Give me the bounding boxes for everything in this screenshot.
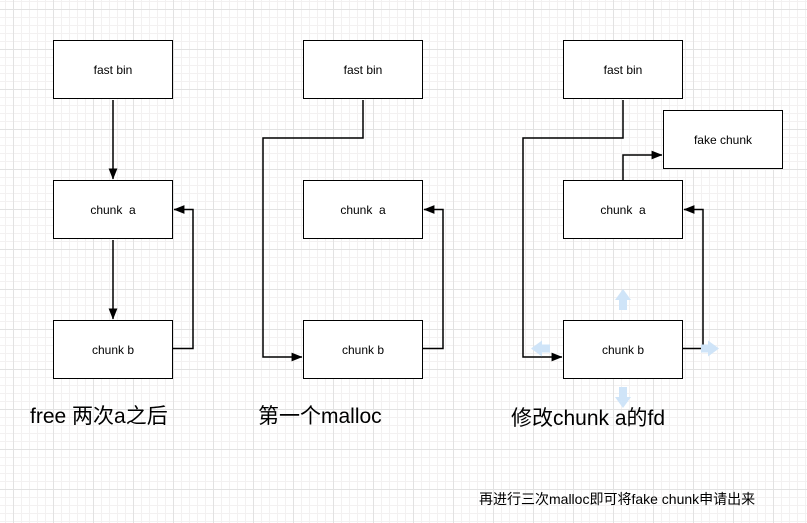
node-fast-bin-3[interactable]: fast bin [563,40,683,99]
node-label: fast bin [603,62,643,77]
edge-chunkb-to-chunka-2[interactable] [423,205,444,350]
node-label: chunk b [91,342,135,357]
hover-arrow-up-icon[interactable] [615,289,631,310]
node-chunk-a-3[interactable]: chunk a [563,180,683,239]
node-label: chunk a [600,202,646,217]
node-chunk-a-1[interactable]: chunk a [53,180,173,239]
caption-modify-fd[interactable]: 修改chunk a的fd [511,407,666,430]
node-chunk-b-1[interactable]: chunk b [53,320,173,379]
node-label: chunk a [340,202,386,217]
caption-free-twice[interactable]: free 两次a之后 [30,405,168,428]
node-chunk-a-2[interactable]: chunk a [303,180,423,239]
node-label: fast bin [343,62,383,77]
caption-first-malloc[interactable]: 第一个malloc [258,405,382,428]
node-chunk-b-2[interactable]: chunk b [303,320,423,379]
node-label: chunk b [341,342,385,357]
hover-arrow-down-icon[interactable] [615,387,631,408]
edge-chunkb-to-chunka-1[interactable] [173,205,194,350]
edge-chunkb-to-chunka-3[interactable] [683,205,704,350]
node-label: chunk a [90,202,136,217]
node-label: chunk b [601,342,645,357]
edge-chunka-to-fakechunk[interactable] [622,150,663,180]
node-chunk-b-3[interactable]: chunk b [563,320,683,379]
hover-arrow-left-icon[interactable] [531,340,550,357]
node-fake-chunk[interactable]: fake chunk [663,110,783,169]
hover-arrow-right-icon[interactable] [701,340,719,357]
footnote-text[interactable]: 再进行三次malloc即可将fake chunk申请出来 [479,491,756,507]
node-label: fast bin [93,62,133,77]
node-fast-bin-2[interactable]: fast bin [303,40,423,99]
node-fast-bin-1[interactable]: fast bin [53,40,173,99]
node-label: fake chunk [693,132,753,147]
